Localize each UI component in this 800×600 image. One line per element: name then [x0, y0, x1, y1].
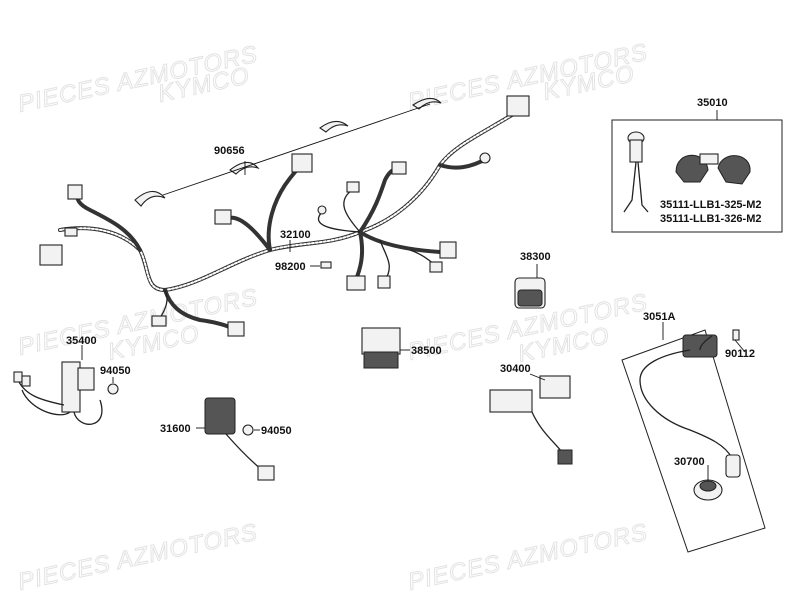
coil-wire	[699, 335, 713, 351]
switch-wire	[73, 399, 103, 425]
lock-cylinder	[717, 155, 751, 185]
wire-terminal	[21, 375, 31, 387]
harness-connector	[346, 275, 366, 291]
switch-wire	[17, 379, 65, 406]
cdi-unit	[489, 373, 573, 465]
harness-connector	[67, 184, 83, 200]
harness-connector	[391, 161, 407, 175]
harness-connector	[227, 321, 245, 337]
cdi-box	[489, 389, 533, 413]
part-label-31600: 31600	[160, 423, 191, 435]
part-label-90112: 90112	[725, 348, 755, 360]
cdi-connector	[557, 449, 573, 465]
cdi-wire	[531, 411, 563, 453]
part-label-94050-right: 94050	[261, 425, 292, 437]
harness-connector	[429, 261, 443, 273]
part-label-98200: 98200	[275, 261, 306, 273]
ignition-switch-set	[611, 110, 783, 233]
ring-terminal	[479, 152, 491, 164]
switch-unit	[13, 345, 103, 425]
harness-wire	[317, 211, 361, 233]
harness-connector	[64, 227, 78, 237]
ring-terminal	[317, 205, 327, 215]
part-label-30400: 30400	[500, 363, 531, 375]
harness-connector	[39, 244, 63, 266]
harness-connector	[506, 95, 530, 117]
wire-terminal	[13, 371, 23, 383]
harness-connector	[151, 315, 167, 327]
part-label-94050-left: 94050	[100, 365, 131, 377]
coil-lead	[639, 349, 733, 459]
control-module	[361, 327, 410, 369]
part-label-30700: 30700	[674, 456, 705, 468]
harness-wire	[379, 239, 390, 281]
switch-body	[61, 361, 81, 413]
harness-connector	[291, 153, 313, 173]
part-label-35010: 35010	[697, 97, 728, 109]
regulator-connector	[257, 465, 275, 481]
bolt	[732, 329, 740, 341]
leader-line	[734, 339, 746, 353]
part-label-38500: 38500	[411, 345, 442, 357]
harness-connector	[377, 275, 391, 289]
key-switch-body	[629, 139, 643, 163]
part-label-35400: 35400	[66, 335, 97, 347]
switch-wire	[21, 389, 71, 416]
boot-top	[699, 480, 717, 492]
switch-wire	[637, 161, 649, 213]
kit-box	[611, 119, 783, 233]
part-label-35111-326: 35111-LLB1-326-M2	[660, 213, 762, 225]
coil-body	[682, 334, 718, 358]
harness-wire	[343, 187, 361, 233]
part-label-35111-325: 35111-LLB1-325-M2	[660, 199, 762, 211]
band-clamp	[319, 120, 349, 133]
harness-branch	[226, 215, 272, 252]
leader-line	[529, 373, 546, 381]
relay	[514, 264, 546, 309]
part-label-32100: 32100	[280, 229, 311, 241]
hex-nut	[242, 424, 260, 436]
leader-line	[162, 103, 431, 196]
regulator-wire	[225, 433, 263, 471]
relay-base	[517, 289, 543, 307]
main-wiring-harness	[39, 95, 530, 337]
nut-body	[107, 383, 119, 395]
module-base	[363, 351, 399, 369]
cdi-module	[539, 375, 571, 399]
part-label-3051a: 3051A	[643, 311, 675, 323]
wire-clip	[310, 261, 332, 269]
watermark-text: PIECES AZMOTORS	[16, 519, 261, 596]
switch-wire	[623, 161, 637, 213]
harness-connector	[346, 181, 360, 193]
module-box	[361, 327, 401, 355]
watermark-text: PIECES AZMOTORS	[406, 519, 651, 596]
nut-body	[242, 424, 254, 436]
clip-body	[320, 261, 332, 269]
switch-body	[77, 367, 95, 391]
hex-nut	[107, 377, 119, 395]
part-label-90656: 90656	[214, 145, 245, 157]
band-clamp	[134, 190, 166, 207]
spark-plug-cap	[725, 454, 741, 478]
lock-bracket	[699, 153, 719, 165]
harness-connector	[439, 241, 457, 259]
harness-connector	[214, 209, 232, 225]
plug-boot	[693, 465, 723, 501]
harness-branch	[353, 230, 365, 284]
ignition-coil-group	[621, 322, 766, 553]
regulator	[196, 397, 275, 481]
regulator-body	[204, 397, 236, 435]
band-clamp	[412, 97, 442, 110]
harness-branch	[358, 230, 442, 254]
part-label-38300: 38300	[520, 251, 551, 263]
harness-branch	[163, 288, 234, 330]
band-clamp-group	[134, 97, 442, 207]
group-outline	[621, 329, 766, 553]
